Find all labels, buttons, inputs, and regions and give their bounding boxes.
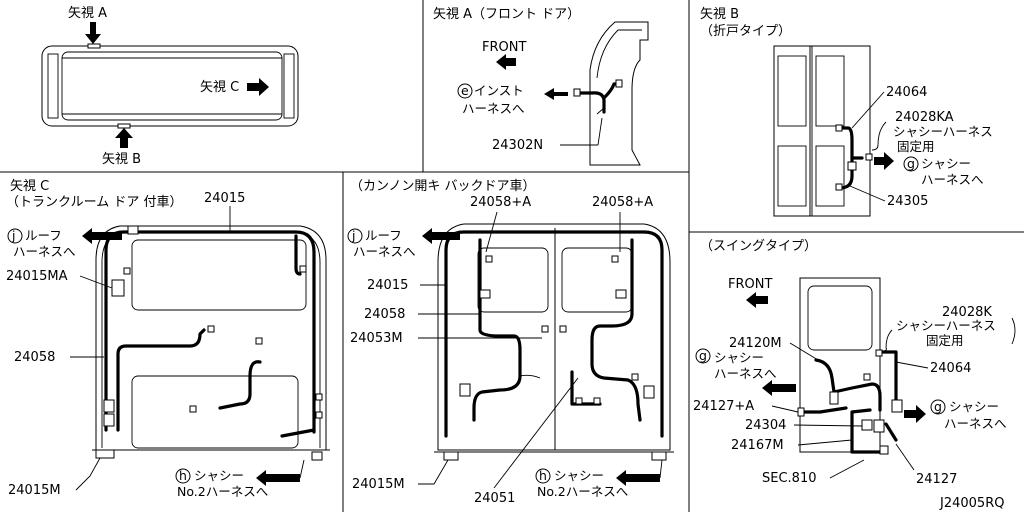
view-b-note-1: シャシーハーネス: [893, 124, 993, 139]
part-24302N: 24302N: [492, 138, 543, 153]
swing-conn1-1: シャシー: [714, 350, 764, 365]
part-24015M-k: 24015M: [352, 477, 405, 492]
kannon-roof-2: ハーネスへ: [353, 244, 416, 259]
swing-conn2-2: ハーネスへ: [944, 416, 1007, 431]
part-24051: 24051: [474, 491, 515, 506]
view-b-conn-2: ハーネスへ: [921, 172, 984, 187]
part-24058A-left: 24058+A: [470, 195, 531, 210]
part-24028K: 24028K: [942, 305, 992, 320]
swing-conn1-2: ハーネスへ: [714, 366, 777, 381]
kannon-chassis-2: No.2ハーネスへ: [537, 484, 628, 499]
drawing-code: J24005RQ: [939, 496, 1004, 511]
swing-front: FRONT: [728, 277, 772, 292]
part-24028KA: 24028KA: [895, 110, 954, 125]
part-24304: 24304: [745, 418, 786, 433]
view-b-conn-1: シャシー: [921, 156, 971, 171]
arrow-down-icon: [85, 22, 101, 44]
swing-conn2-1: シャシー: [949, 399, 999, 414]
mark-g-s1: g: [699, 348, 707, 363]
view-a-front: FRONT: [482, 40, 526, 55]
mark-j-c: j: [11, 228, 15, 243]
mark-h-k: h: [539, 468, 547, 483]
part-24127A: 24127+A: [693, 399, 754, 414]
part-24058-k: 24058: [364, 307, 405, 322]
arrow-right-icon: [247, 78, 269, 96]
part-24305: 24305: [887, 194, 928, 209]
view-c-panel: 矢視 C （トランクルーム ドア 付車） 24015 j ルーフ ハーネスへ: [6, 179, 330, 499]
arrow-c-label: 矢視 C: [200, 80, 239, 95]
mark-g-s2: g: [934, 399, 942, 414]
view-c-roof-2: ハーネスへ: [13, 244, 76, 259]
mark-j-k: j: [351, 228, 355, 243]
arrow-a-label: 矢視 A: [68, 6, 107, 21]
kannon-door-panel: （カンノン開キ バックドア車） 24058+A 24058+A j ルーフ ハー…: [347, 179, 674, 506]
view-c-chassis-2: No.2ハーネスへ: [177, 484, 268, 499]
arrow-b-label: 矢視 B: [102, 152, 141, 167]
view-b-title-2: （折戸タイプ）: [700, 24, 791, 39]
view-a-title: 矢視 A（フロント ドア）: [433, 7, 580, 22]
swing-note-1: シャシーハーネス: [896, 318, 996, 333]
view-a-conn-1: インスト: [474, 83, 524, 98]
front-arrow-icon: [496, 54, 516, 70]
top-view-panel: 矢視 A 矢視 B 矢視 C: [41, 6, 299, 167]
part-24015MA: 24015MA: [6, 269, 68, 284]
part-24058A-right: 24058+A: [592, 195, 653, 210]
swing-note-2: 固定用: [926, 333, 964, 348]
fold-door-outline: [773, 45, 871, 217]
part-24064-s: 24064: [930, 361, 971, 376]
front-door-outline: [589, 21, 649, 166]
part-24167M: 24167M: [731, 438, 784, 453]
view-b-note-2: 固定用: [897, 139, 935, 154]
kannon-body: [437, 223, 671, 451]
view-b-panel: 矢視 B （折戸タイプ） 24064 24028KA シャシーハーネス 固定用 …: [700, 7, 993, 217]
arrow-up-icon: [115, 128, 133, 148]
mark-g-b: g: [907, 156, 915, 171]
part-24058-c: 24058: [14, 350, 55, 365]
kannon-roof-1: ルーフ: [365, 228, 402, 243]
swing-type-panel: （スイングタイプ） FRONT 24120M g シャシー ハーネスへ 2412…: [693, 239, 1016, 511]
view-b-title-1: 矢視 B: [700, 7, 739, 22]
part-24064-b: 24064: [886, 85, 927, 100]
part-24120M: 24120M: [729, 336, 782, 351]
swing-title: （スイングタイプ）: [700, 239, 817, 254]
view-c-roof-1: ルーフ: [25, 228, 62, 243]
view-a-panel: 矢視 A（フロント ドア） FRONT e インスト ハーネスへ 24302N: [433, 7, 649, 166]
part-24015-k: 24015: [367, 278, 408, 293]
kannon-chassis-1: シャシー: [554, 468, 604, 483]
mark-h-c: h: [179, 468, 187, 483]
part-24015-c: 24015: [204, 191, 245, 206]
view-c-title-2: （トランクルーム ドア 付車）: [6, 195, 183, 210]
trunk-body: [95, 225, 327, 451]
part-24015M-c: 24015M: [8, 483, 61, 498]
view-a-conn-2: ハーネスへ: [462, 101, 525, 116]
view-c-chassis-1: シャシー: [194, 468, 244, 483]
part-24053M: 24053M: [350, 331, 403, 346]
kannon-title: （カンノン開キ バックドア車）: [350, 179, 535, 194]
mark-e: e: [461, 83, 469, 98]
sec-810: SEC.810: [762, 471, 817, 486]
van-outline: [41, 45, 299, 127]
view-c-title-1: 矢視 C: [10, 179, 49, 194]
part-24127: 24127: [916, 472, 957, 487]
